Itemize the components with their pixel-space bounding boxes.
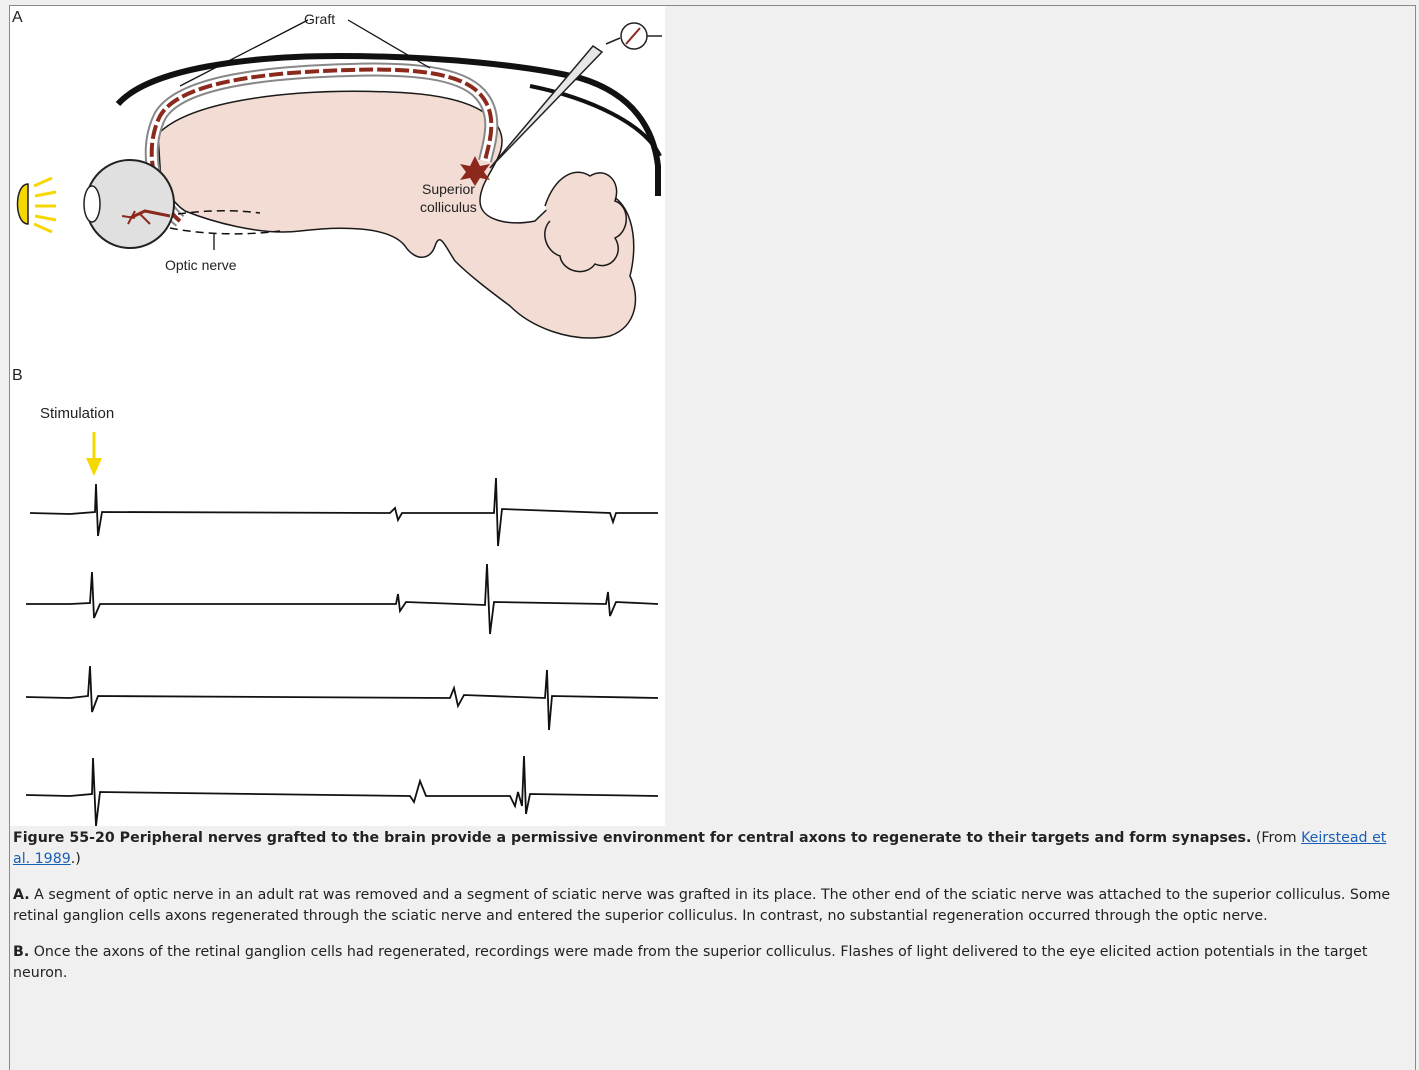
caption-title-paragraph: Figure 55-20 Peripheral nerves grafted t…	[11, 828, 1407, 870]
figure-image: A Graft Optic nerve	[10, 6, 665, 826]
trace-2	[26, 564, 658, 634]
trace-1	[30, 478, 658, 546]
panel-a-label: A	[12, 9, 23, 26]
caption-a-label: A.	[13, 887, 30, 903]
caption-paragraph-a: A. A segment of optic nerve in an adult …	[11, 885, 1407, 927]
light-source	[18, 184, 29, 224]
caption-a-text: A segment of optic nerve in an adult rat…	[13, 887, 1390, 924]
stimulation-label: Stimulation	[40, 405, 114, 422]
eye-lens	[84, 186, 100, 222]
superior-colliculus-label-1: Superior	[422, 181, 475, 197]
light-rays	[34, 178, 56, 232]
trace-4	[26, 756, 658, 826]
graft-pointer-right	[348, 20, 430, 68]
stimulation-arrow-head	[86, 458, 102, 476]
optic-nerve-label: Optic nerve	[165, 257, 237, 273]
superior-colliculus-label-2: colliculus	[420, 199, 477, 215]
caption-b-text: Once the axons of the retinal ganglion c…	[13, 944, 1367, 981]
caption-paragraph-b: B. Once the axons of the retinal ganglio…	[11, 942, 1407, 984]
caption-title: Figure 55-20 Peripheral nerves grafted t…	[13, 830, 1251, 846]
figure-caption: Figure 55-20 Peripheral nerves grafted t…	[11, 828, 1407, 1070]
electrode-wire	[606, 38, 620, 44]
recording-traces	[26, 478, 658, 826]
caption-b-label: B.	[13, 944, 29, 960]
trace-3	[26, 666, 658, 730]
graft-label: Graft	[304, 11, 335, 27]
caption-from-suffix: .)	[71, 851, 81, 867]
caption-from-prefix: (From	[1251, 830, 1301, 846]
panel-b-label: B	[12, 367, 23, 384]
figure-svg: A Graft Optic nerve	[10, 6, 665, 826]
